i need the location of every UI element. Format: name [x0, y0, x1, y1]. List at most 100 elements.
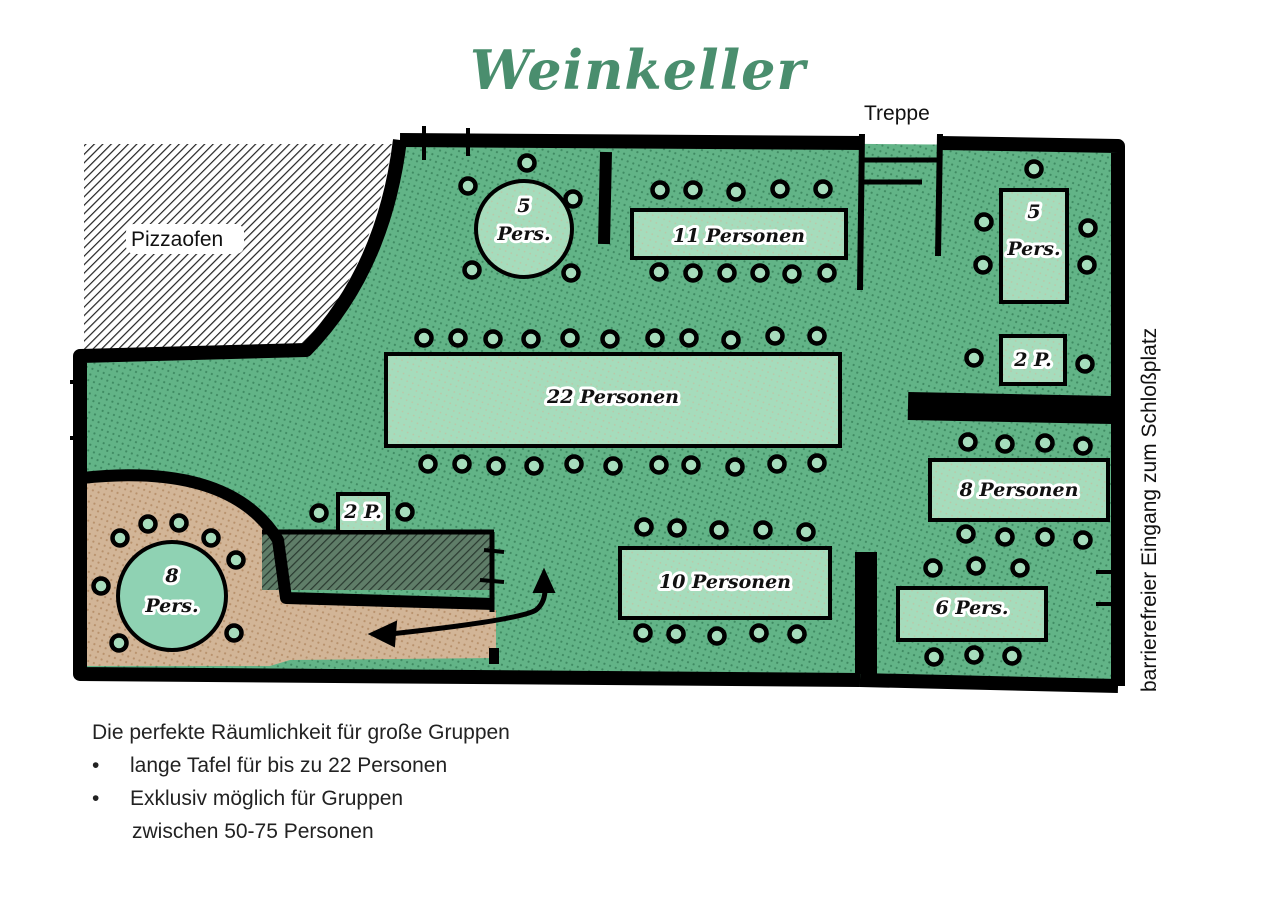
walls: [70, 126, 1125, 693]
chair-icon: [462, 260, 482, 280]
table-long-22: 22 Personen: [384, 326, 842, 477]
chair-icon: [564, 454, 584, 474]
chair-icon: [1073, 436, 1093, 456]
chair-icon: [448, 328, 468, 348]
chair-icon: [807, 326, 827, 346]
chair-icon: [91, 576, 111, 596]
entrance-arrow: [367, 567, 556, 648]
chair-icon: [1035, 433, 1055, 453]
chair-icon: [458, 176, 478, 196]
table-capacity-label: 6 Pers.: [935, 597, 1008, 619]
table-rect-11: 11 Personen: [630, 179, 848, 284]
chair-icon: [224, 623, 244, 643]
chair-icon: [1078, 218, 1098, 238]
rect-table: [384, 352, 842, 448]
chair-icon: [725, 457, 745, 477]
chair-icon: [521, 329, 541, 349]
chair-icon: [309, 503, 329, 523]
table-rect-10: 10 Personen: [618, 517, 832, 646]
table-rect-6: 6 Pers.: [896, 556, 1048, 667]
chair-icon: [483, 329, 503, 349]
chair-icon: [964, 645, 984, 665]
chair-icon: [169, 513, 189, 533]
chair-icon: [603, 456, 623, 476]
chair-icon: [964, 348, 984, 368]
chair-icon: [600, 329, 620, 349]
chair-icon: [649, 455, 669, 475]
chair-icon: [923, 558, 943, 578]
chair-icon: [633, 623, 653, 643]
description-intro: Die perfekte Räumlichkeit für große Grup…: [92, 721, 510, 744]
rect-table: [336, 492, 390, 534]
chair-icon: [1002, 646, 1022, 666]
chair-icon: [452, 454, 472, 474]
table-capacity-label: 8: [164, 565, 178, 587]
page-title: Weinkeller: [470, 38, 806, 102]
chair-icon: [1077, 255, 1097, 275]
chair-icon: [683, 263, 703, 283]
bullet-item: • lange Tafel für bis zu 22 Personen: [92, 749, 510, 782]
table-rect-2-right: 2 P.: [964, 334, 1095, 386]
chair-icon: [666, 624, 686, 644]
description: Die perfekte Räumlichkeit für große Grup…: [92, 716, 510, 848]
chair-icon: [726, 182, 746, 202]
table-capacity-label: 5: [1027, 201, 1040, 223]
chair-icon: [782, 264, 802, 284]
chair-icon: [561, 263, 581, 283]
chair-icon: [721, 330, 741, 350]
bullet-icon: •: [92, 754, 100, 777]
rect-table: [630, 208, 848, 260]
chair-icon: [201, 528, 221, 548]
round-table: [474, 179, 574, 279]
chair-icon: [226, 550, 246, 570]
chair-icon: [995, 527, 1015, 547]
chair-icon: [524, 456, 544, 476]
chair-icon: [517, 153, 537, 173]
chair-icon: [796, 522, 816, 542]
table-rect-2-bar: 2 P.: [309, 492, 415, 534]
table-capacity-label: 22 Personen: [546, 386, 679, 408]
table-capacity-label: 5: [517, 195, 530, 217]
table-rect-8: 8 Personen: [928, 432, 1110, 550]
stairs-label: Treppe: [864, 102, 930, 125]
chair-icon: [645, 328, 665, 348]
chair-icon: [1075, 354, 1095, 374]
chair-icon: [649, 262, 669, 282]
bullet-text: Exklusiv möglich für Gruppen: [130, 787, 404, 810]
chair-icon: [717, 263, 737, 283]
chair-icon: [1035, 527, 1055, 547]
chair-icon: [817, 263, 837, 283]
chair-icon: [767, 454, 787, 474]
chair-icon: [973, 255, 993, 275]
bullet-text: lange Tafel für bis zu 22 Personen: [130, 754, 448, 777]
table-capacity-label: 10 Personen: [659, 571, 791, 593]
bullet-icon: •: [92, 787, 100, 810]
chair-icon: [749, 623, 769, 643]
rect-table: [618, 546, 832, 620]
chair-icon: [966, 556, 986, 576]
chair-icon: [667, 518, 687, 538]
chair-icon: [109, 633, 129, 653]
chair-icon: [138, 514, 158, 534]
bullet-continuation: zwischen 50-75 Personen: [132, 820, 374, 843]
chair-icon: [995, 434, 1015, 454]
chair-icon: [679, 328, 699, 348]
table-capacity-label: Pers.: [1006, 238, 1060, 260]
chair-icon: [765, 326, 785, 346]
chair-icon: [787, 624, 807, 644]
rect-table: [896, 586, 1048, 642]
round-table: [116, 540, 228, 652]
table-capacity-label: 2 P.: [1013, 349, 1052, 371]
rect-table: [999, 334, 1067, 386]
chair-icon: [1010, 558, 1030, 578]
table-capacity-label: 8 Personen: [959, 479, 1079, 501]
chair-icon: [974, 212, 994, 232]
chair-icon: [395, 502, 415, 522]
chair-icon: [634, 517, 654, 537]
chair-icon: [560, 328, 580, 348]
entrance-label: barrierefreier Eingang zum Schloßplatz: [1138, 328, 1161, 692]
